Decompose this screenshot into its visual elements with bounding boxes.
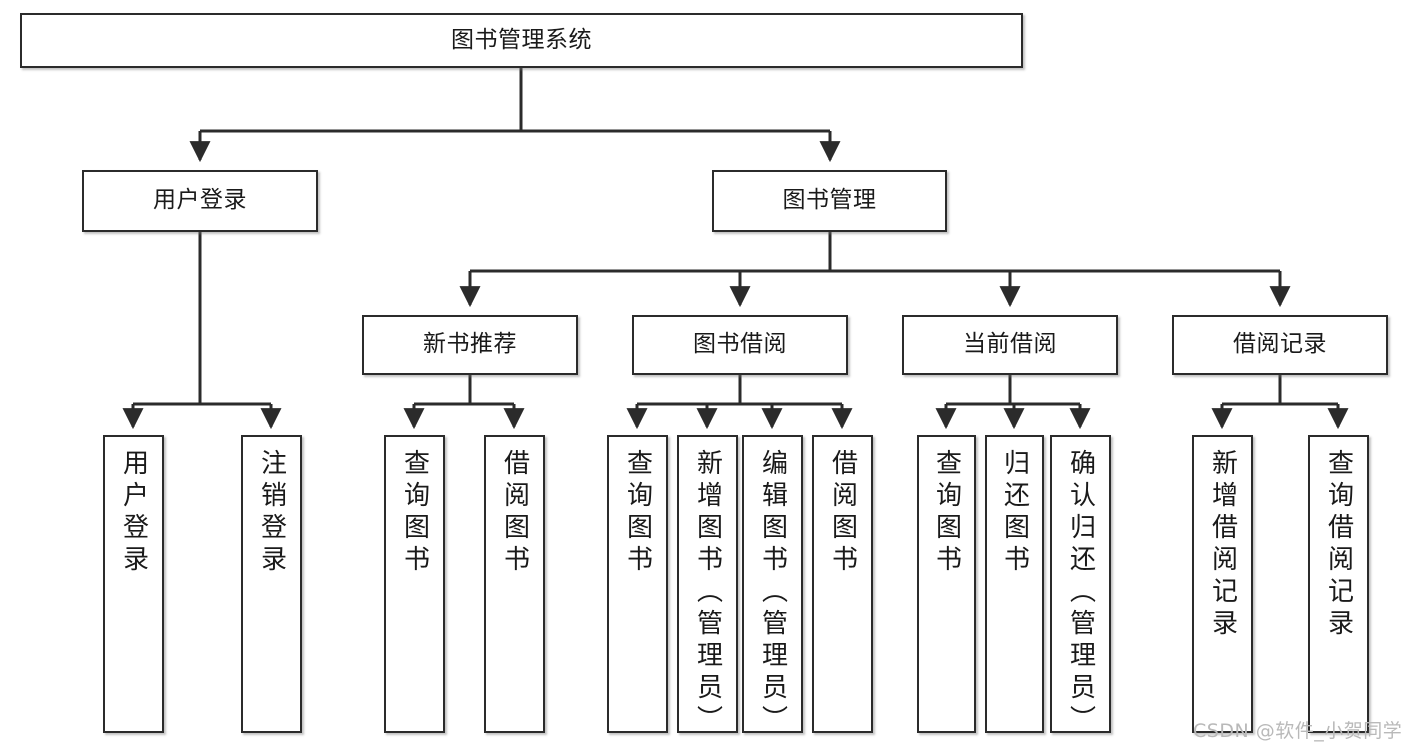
node-label: 确认归还（管理员） <box>1065 449 1096 737</box>
node-root-system[interactable]: 图书管理系统 <box>20 13 1023 68</box>
node-label: 用户登录 <box>118 449 149 577</box>
node-label: 当前借阅 <box>963 331 1057 358</box>
node-label: 编辑图书（管理员） <box>757 449 788 737</box>
node-label: 图书管理 <box>782 187 877 214</box>
leaf-records-query-record[interactable]: 查询借阅记录 <box>1308 435 1369 733</box>
leaf-borrow-query-book[interactable]: 查询图书 <box>607 435 668 733</box>
leaf-borrow-edit-book-admin[interactable]: 编辑图书（管理员） <box>742 435 803 737</box>
node-new-book-recommend[interactable]: 新书推荐 <box>362 315 578 375</box>
leaf-current-confirm-return-admin[interactable]: 确认归还（管理员） <box>1050 435 1111 737</box>
node-current-borrow[interactable]: 当前借阅 <box>902 315 1118 375</box>
node-label: 图书借阅 <box>693 331 787 358</box>
leaf-user-login[interactable]: 用户登录 <box>103 435 164 733</box>
node-label: 归还图书 <box>999 449 1030 577</box>
node-label: 新书推荐 <box>423 331 517 358</box>
leaf-borrow-borrow-book[interactable]: 借阅图书 <box>812 435 873 733</box>
node-label: 查询图书 <box>622 449 653 577</box>
node-user-login[interactable]: 用户登录 <box>82 170 318 232</box>
leaf-records-add-record[interactable]: 新增借阅记录 <box>1192 435 1253 733</box>
node-label: 查询图书 <box>931 449 962 577</box>
node-label: 注销登录 <box>256 449 287 577</box>
node-borrow-records[interactable]: 借阅记录 <box>1172 315 1388 375</box>
leaf-borrow-add-book-admin[interactable]: 新增图书（管理员） <box>677 435 738 737</box>
leaf-newbook-query-book[interactable]: 查询图书 <box>384 435 445 733</box>
leaf-user-logout[interactable]: 注销登录 <box>241 435 302 733</box>
node-label: 借阅记录 <box>1233 331 1327 358</box>
node-label: 新增借阅记录 <box>1207 449 1238 641</box>
node-book-borrow[interactable]: 图书借阅 <box>632 315 848 375</box>
node-book-management[interactable]: 图书管理 <box>712 170 947 232</box>
node-label: 查询借阅记录 <box>1323 449 1354 641</box>
node-label: 图书管理系统 <box>451 26 592 53</box>
node-label: 新增图书（管理员） <box>692 449 723 737</box>
leaf-current-query-book[interactable]: 查询图书 <box>917 435 976 733</box>
node-label: 查询图书 <box>399 449 430 577</box>
node-label: 借阅图书 <box>499 449 530 577</box>
leaf-newbook-borrow-book[interactable]: 借阅图书 <box>484 435 545 733</box>
node-label: 借阅图书 <box>827 449 858 577</box>
node-label: 用户登录 <box>153 187 247 214</box>
watermark-text: CSDN @软件_小贺同学 <box>1193 720 1403 742</box>
leaf-current-return-book[interactable]: 归还图书 <box>985 435 1044 733</box>
